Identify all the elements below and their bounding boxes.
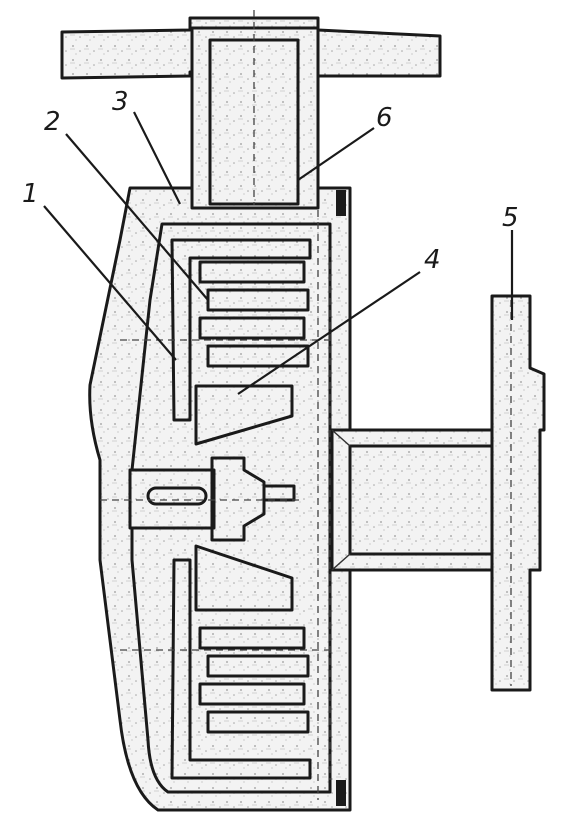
seal-marks [336,190,346,806]
leader-lines [43,111,514,395]
callout-4: 4 [424,245,441,275]
leader-3 [133,111,181,205]
vertical-shaft [190,10,320,210]
inner-chamber [130,222,332,794]
leader-4 [237,271,421,395]
callout-5: 5 [502,203,519,233]
callout-3: 3 [112,87,129,117]
upper-fins [198,260,310,368]
wedge-blocks [194,384,294,612]
leader-2 [65,133,209,301]
central-hub [100,456,300,542]
callout-6: 6 [376,103,393,133]
callout-labels: 1 2 3 4 5 6 [22,87,519,275]
callout-2: 2 [44,107,61,137]
rotor-disc [170,238,312,780]
lower-fins [198,626,310,734]
right-flange [490,294,546,692]
callout-1: 1 [22,179,39,209]
leader-1 [43,205,177,361]
construction-lines [120,210,331,800]
leader-6 [297,127,375,181]
